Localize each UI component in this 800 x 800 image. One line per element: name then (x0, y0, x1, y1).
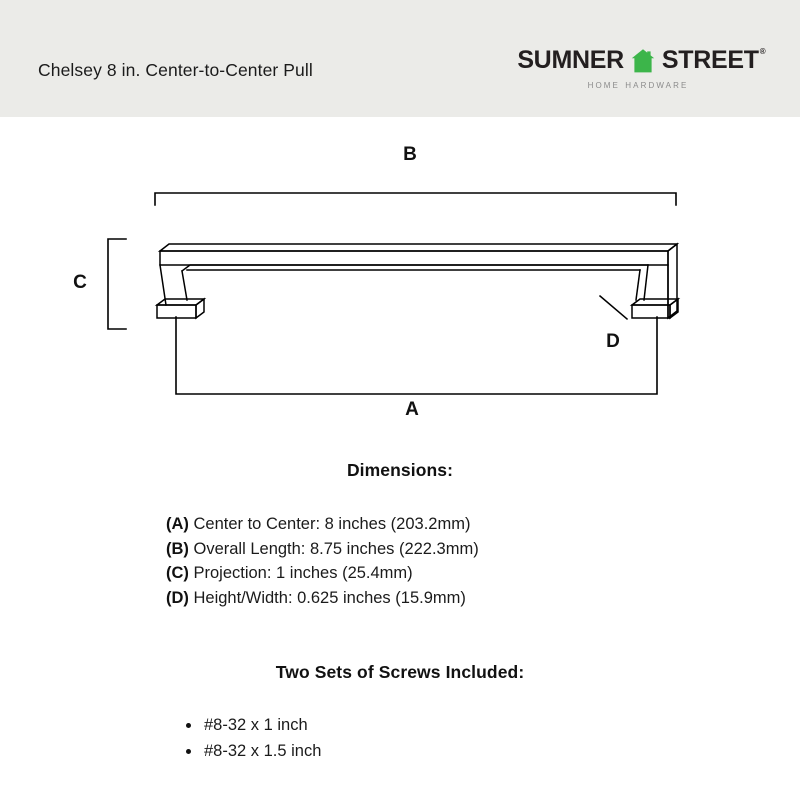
list-item: (B) Overall Length: 8.75 inches (222.3mm… (166, 537, 726, 562)
list-item: #8-32 x 1.5 inch (178, 738, 658, 764)
dimension-key-c: (C) (166, 564, 189, 582)
logo-word-street-text: STREET (661, 45, 759, 74)
dimension-key-a: (A) (166, 515, 189, 533)
pull-handle-drawing (154, 242, 681, 320)
screws-list: #8-32 x 1 inch #8-32 x 1.5 inch (178, 712, 658, 764)
screws-section: Two Sets of Screws Included: #8-32 x 1 i… (0, 662, 800, 760)
dimension-label-d: D (606, 331, 620, 352)
dimension-bracket-b (154, 192, 677, 206)
registered-trademark-icon: ® (759, 46, 766, 56)
dimension-label-b: B (403, 144, 417, 165)
dimension-bracket-c (107, 238, 127, 330)
list-item: (C) Projection: 1 inches (25.4mm) (166, 561, 726, 586)
logo-wordmark: SUMNER STREET® (517, 45, 766, 74)
list-item: (A) Center to Center: 8 inches (203.2mm) (166, 512, 726, 537)
dimension-key-b: (B) (166, 539, 189, 558)
list-item: (D) Height/Width: 0.625 inches (15.9mm) (166, 586, 726, 611)
leader-line-d (598, 294, 629, 321)
dimension-bracket-a (175, 316, 658, 395)
dimensions-list: (A) Center to Center: 8 inches (203.2mm)… (166, 512, 726, 610)
dimension-label-a: A (405, 399, 419, 420)
dimensions-section: Dimensions: (A) Center to Center: 8 inch… (0, 460, 800, 607)
logo-word-sumner: SUMNER (517, 45, 624, 74)
list-item: #8-32 x 1 inch (178, 712, 658, 738)
dimension-text-c: Projection: 1 inches (25.4mm) (188, 564, 413, 582)
header-band (0, 0, 800, 117)
page-title: Chelsey 8 in. Center-to-Center Pull (38, 60, 313, 80)
house-icon (630, 48, 656, 74)
screws-heading: Two Sets of Screws Included: (275, 662, 525, 682)
logo-word-street: STREET® (661, 45, 766, 74)
brand-logo: SUMNER STREET® Home Hardware (517, 45, 766, 98)
dimension-key-d: (D) (166, 588, 189, 607)
dimension-text-a: Center to Center: 8 inches (203.2mm) (188, 515, 471, 533)
logo-tagline: Home Hardware (587, 79, 689, 91)
dimension-text-b: Overall Length: 8.75 inches (222.3mm) (188, 539, 479, 558)
dimension-text-d: Height/Width: 0.625 inches (15.9mm) (188, 588, 466, 607)
dimensions-heading: Dimensions: (346, 460, 454, 480)
product-dimension-diagram: B C A D (0, 117, 800, 437)
dimension-label-c: C (73, 272, 87, 293)
